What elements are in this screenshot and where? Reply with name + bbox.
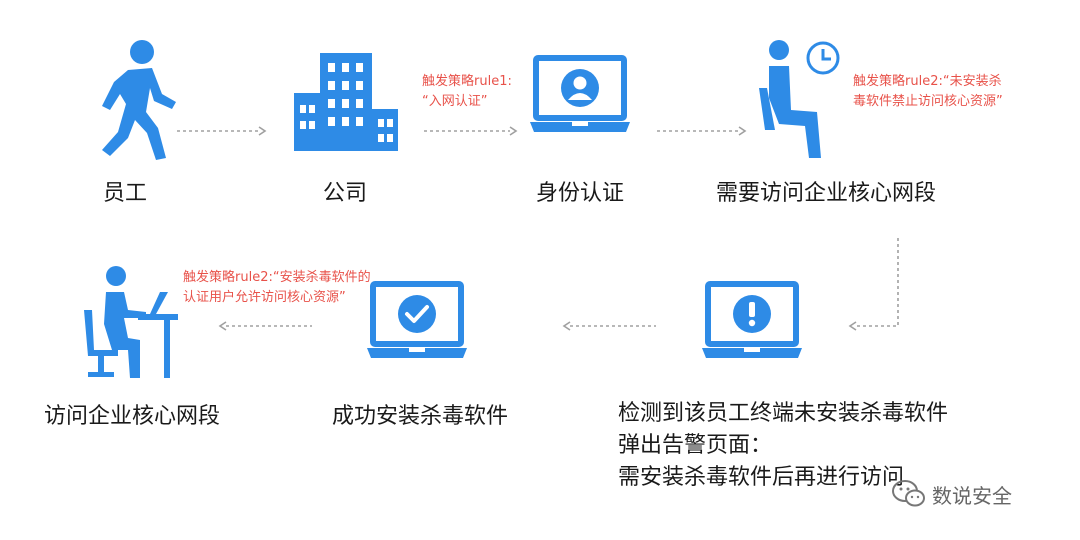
arrow-detect-to-install (562, 321, 656, 331)
rule2b-note: 触发策略rule2:“安装杀毒软件的 认证用户允许访问核心资源” (183, 268, 371, 308)
office-buildings-icon (294, 53, 398, 151)
need-access-node (755, 38, 845, 160)
access-label: 访问企业核心网段 (43, 404, 220, 429)
rule2a-note-line1: 触发策略rule2:“未安装杀 (853, 74, 1002, 89)
rule2b-note-line2: 认证用户允许访问核心资源” (183, 290, 346, 305)
laptop-check-icon (367, 281, 467, 358)
access-node (80, 260, 180, 380)
employee-node (80, 38, 190, 163)
install-ok-label: 成功安装杀毒软件 (331, 404, 508, 429)
detect-label-line2: 弹出告警页面： (618, 433, 773, 458)
arrow-employee-to-company (177, 126, 267, 136)
rule1-note-line2: “入网认证” (422, 94, 488, 109)
rule2a-note-line2: 毒软件禁止访问核心资源” (853, 94, 1003, 109)
rule2a-note: 触发策略rule2:“未安装杀 毒软件禁止访问核心资源” (853, 72, 1003, 112)
seated-person-clock-icon (759, 40, 840, 158)
arrow-need-to-detect (848, 238, 899, 331)
wechat-icon (892, 480, 925, 507)
laptop-alert-icon (702, 281, 802, 358)
arrow-auth-to-need (657, 126, 747, 136)
detect-label-line3: 需安装杀毒软件后再进行访问 (618, 465, 905, 490)
detect-label-line1: 检测到该员工终端未安装杀毒软件 (618, 401, 949, 426)
watermark-text: 数说安全 (932, 484, 1012, 508)
company-node (290, 45, 402, 155)
auth-node (530, 55, 630, 136)
arrow-install-to-access (218, 321, 312, 331)
need-access-label: 需要访问企业核心网段 (715, 181, 936, 206)
rule1-note: 触发策略rule1: “入网认证” (422, 72, 512, 112)
detect-node (702, 281, 802, 362)
company-label: 公司 (322, 181, 367, 206)
auth-label: 身份认证 (535, 181, 624, 206)
walking-person-icon (102, 40, 176, 160)
employee-label: 员工 (102, 181, 147, 206)
rule2b-note-line1: 触发策略rule2:“安装杀毒软件的 (183, 270, 371, 285)
detect-label: 检测到该员工终端未安装杀毒软件 弹出告警页面： 需安装杀毒软件后再进行访问 (618, 398, 948, 494)
person-at-desk-icon (84, 266, 178, 378)
watermark: 数说安全 (892, 472, 1052, 516)
install-ok-node (367, 281, 467, 362)
arrow-company-to-auth (424, 126, 518, 136)
rule1-note-line1: 触发策略rule1: (422, 74, 512, 89)
laptop-user-icon (530, 55, 630, 132)
